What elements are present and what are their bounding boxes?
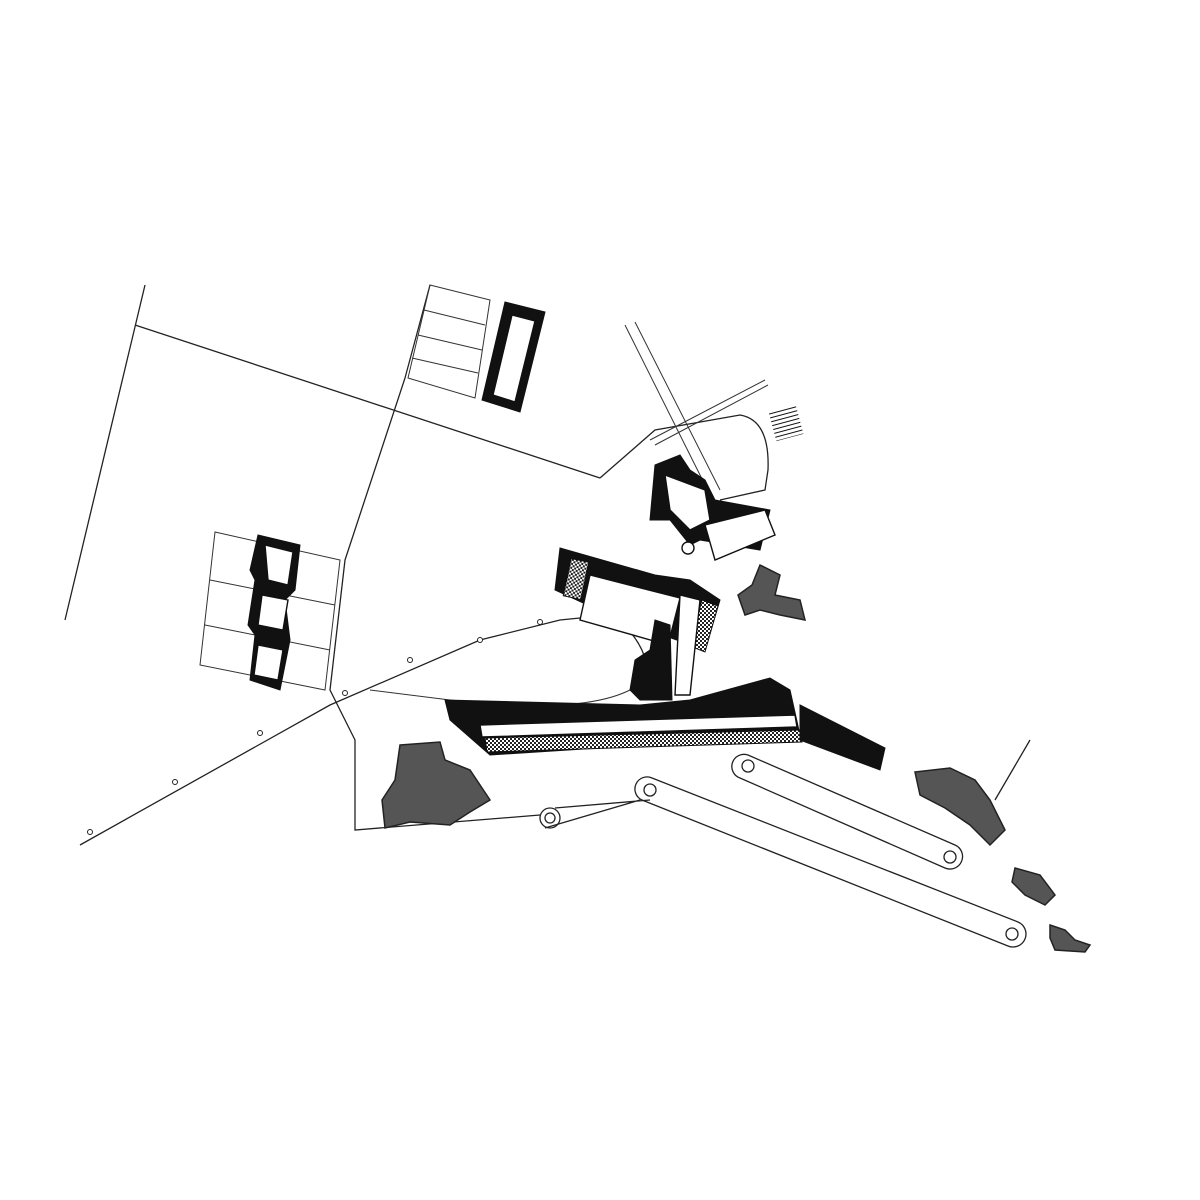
- tree-cluster-east: [914, 767, 1006, 847]
- east-wing: [799, 704, 886, 771]
- east-line: [994, 739, 1031, 801]
- main-building: [444, 454, 886, 771]
- parking-outline: [599, 414, 769, 501]
- fence-posts: [87, 619, 543, 835]
- curved-path: [369, 669, 649, 707]
- tree-cluster-center: [737, 563, 807, 621]
- trees: [381, 563, 1092, 953]
- connector: [629, 619, 673, 701]
- parking-loop-3: [544, 799, 651, 829]
- property-line: [329, 284, 541, 831]
- tree-cluster-east-2: [1011, 867, 1056, 906]
- parking-loops: [539, 753, 1027, 948]
- parking-loop-2: [634, 776, 1027, 948]
- north-boundary-line: [134, 324, 601, 479]
- access-road-line: [624, 321, 769, 506]
- checker-block: [562, 557, 590, 601]
- boundary-lines: [64, 284, 1031, 846]
- main-wing-checker-strip: [484, 729, 803, 753]
- row-houses-north: [407, 284, 546, 413]
- hatched-square: [768, 404, 804, 442]
- tree-cluster-east-3: [1049, 923, 1092, 953]
- tree-cluster-southwest: [381, 741, 492, 829]
- row-houses-west: [199, 531, 341, 691]
- parking-loop-1: [731, 753, 964, 870]
- west-boundary-line: [64, 284, 146, 621]
